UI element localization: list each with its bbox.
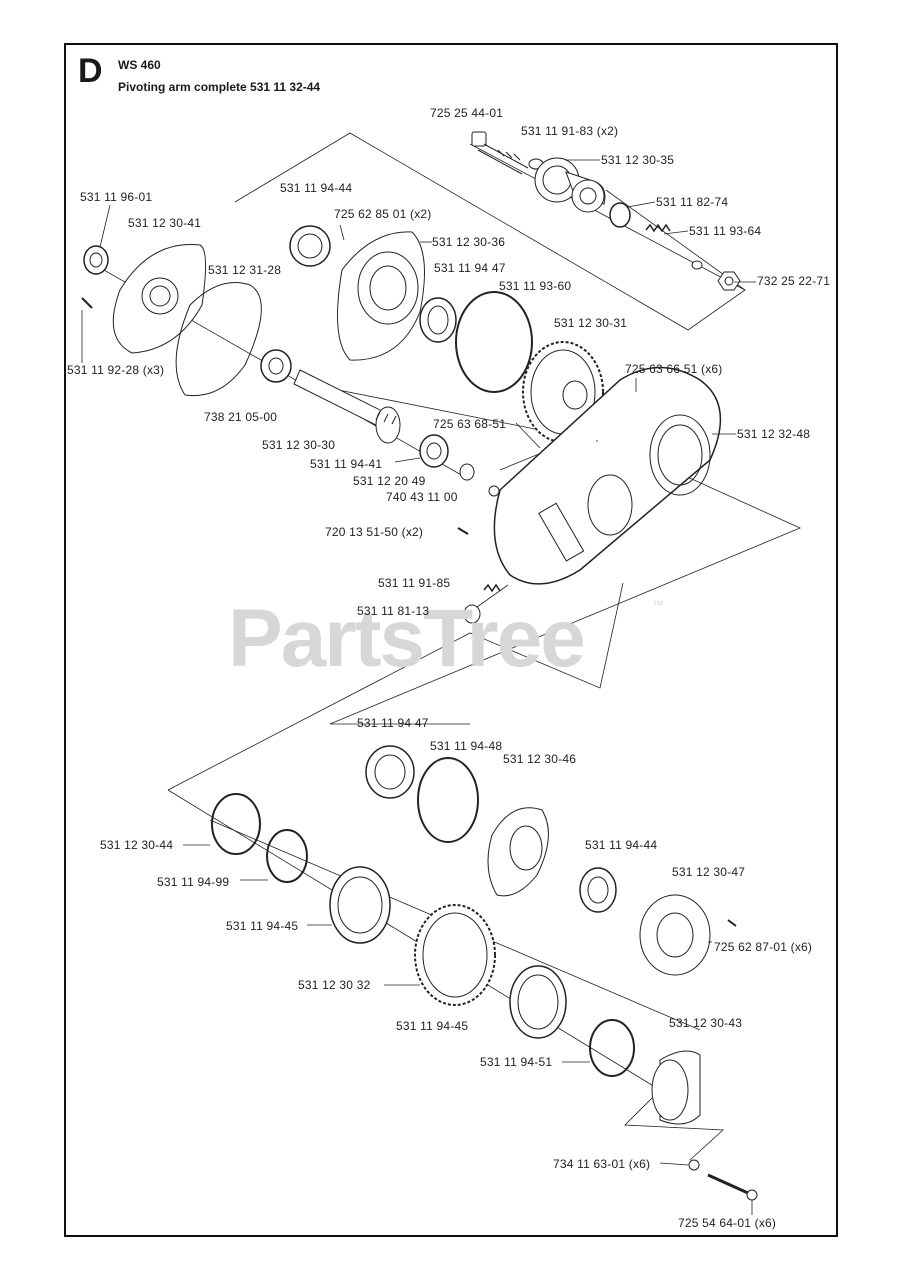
part-label: 531 12 30 32	[298, 978, 371, 992]
part-label: 725 62 85 01 (x2)	[334, 207, 432, 221]
part-label: 531 12 30-30	[262, 438, 336, 452]
part-label: 531 11 94 47	[434, 261, 506, 275]
part-label: 531 11 82-74	[656, 195, 729, 209]
part-label: 738 21 05-00	[204, 410, 278, 424]
part-label: 531 11 91-85	[378, 576, 451, 590]
part-label: 531 12 30-44	[100, 838, 174, 852]
sheet-letter: D	[78, 52, 103, 90]
part-label: 531 12 32-48	[737, 427, 811, 441]
drawing-frame	[64, 43, 838, 1237]
part-label: 531 11 93-64	[689, 224, 762, 238]
part-label: 732 25 22-71	[757, 274, 831, 288]
model-name: WS 460	[118, 58, 161, 72]
part-label: 531 11 94-41	[310, 457, 383, 471]
part-label: 531 11 94-45	[226, 919, 299, 933]
part-label: 531 11 94-44	[280, 181, 353, 195]
part-label: 725 54 64-01 (x6)	[678, 1216, 777, 1230]
part-label: 531 12 30-35	[601, 153, 675, 167]
part-label: 725 25 44-01	[430, 106, 504, 120]
part-label: 531 11 96-01	[80, 190, 153, 204]
part-label: 531 12 30-46	[503, 752, 577, 766]
part-label: 531 11 91-83 (x2)	[521, 124, 619, 138]
part-label: 740 43 11 00	[386, 490, 458, 504]
part-label: 531 11 93-60	[499, 279, 572, 293]
assembly-title: Pivoting arm complete 531 11 32-44	[118, 80, 321, 94]
part-label: 531 12 30-43	[669, 1016, 743, 1030]
part-label: 531 11 94-48	[430, 739, 503, 753]
bolt-725-25-44-01	[471, 131, 529, 175]
part-label: 531 12 20 49	[353, 474, 426, 488]
part-label: 531 12 30-41	[128, 216, 202, 230]
part-label: 531 11 94-45	[396, 1019, 469, 1033]
part-label: 725 63 68-51	[433, 417, 507, 431]
watermark-trademark: ™	[652, 598, 664, 612]
part-label: 725 63 66 51 (x6)	[625, 362, 723, 376]
part-label: 531 11 81-13	[357, 604, 430, 618]
part-label: 531 11 92-28 (x3)	[67, 363, 165, 377]
part-label: 720 13 51-50 (x2)	[325, 525, 424, 539]
part-label: 531 12 31-28	[208, 263, 282, 277]
watermark-text: PartsTree	[228, 593, 586, 684]
part-label: 531 12 30-31	[554, 316, 628, 330]
part-label: 531 11 94-99	[157, 875, 230, 889]
part-label: 734 11 63-01 (x6)	[553, 1157, 651, 1171]
part-label: 531 11 94-44	[585, 838, 658, 852]
part-label: 531 11 94 47	[357, 716, 429, 730]
part-label: 531 12 30-47	[672, 865, 746, 879]
part-label: 725 62 87-01 (x6)	[714, 940, 813, 954]
part-label: 531 12 30-36	[432, 235, 506, 249]
part-label: 531 11 94-51	[480, 1055, 553, 1069]
